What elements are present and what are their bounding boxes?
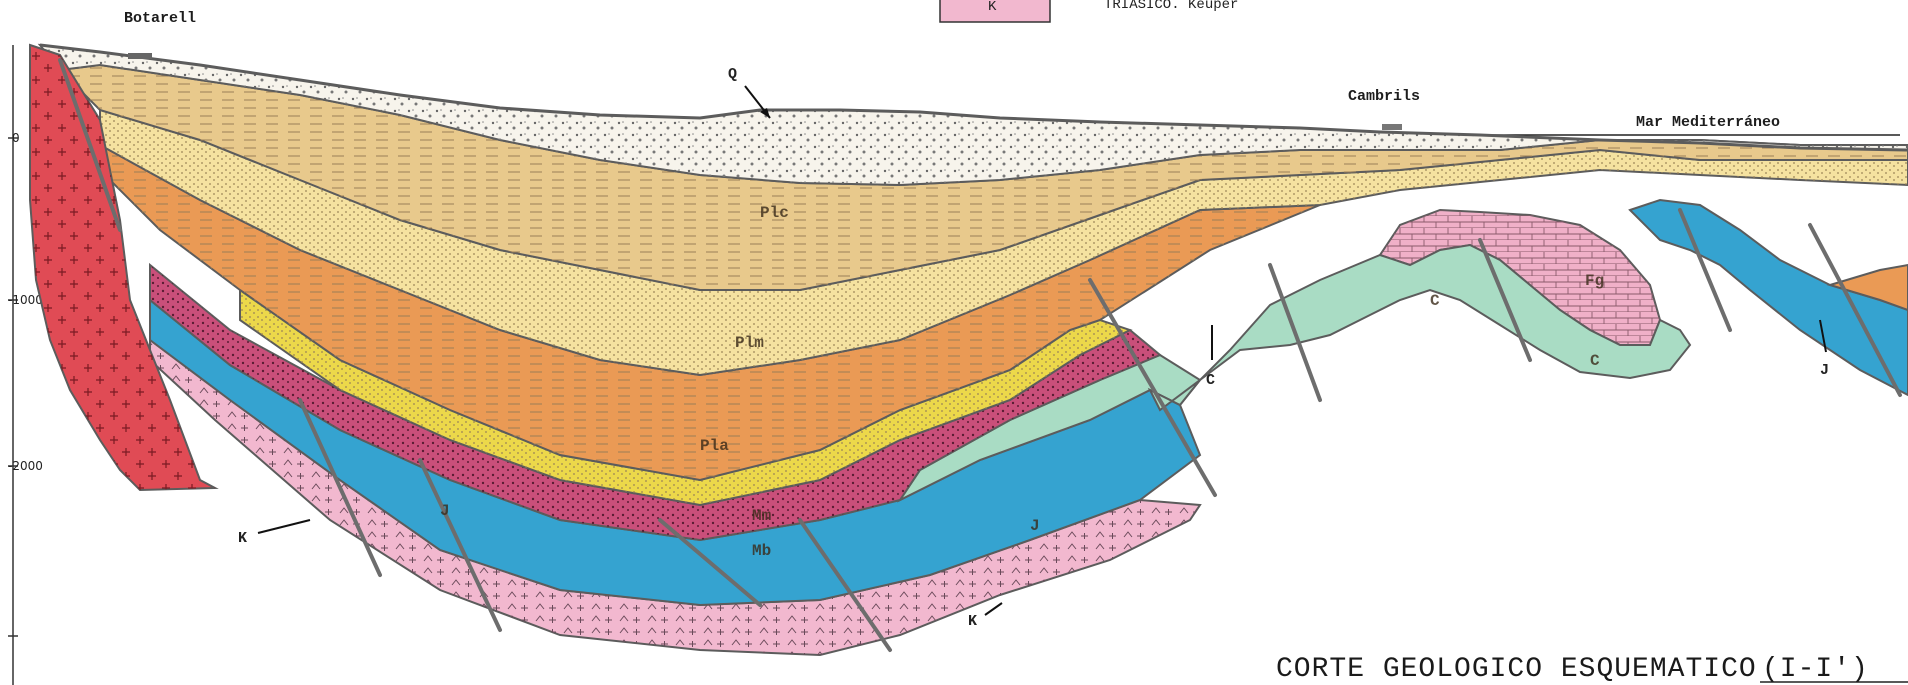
botarell-settlement-icon	[128, 53, 152, 59]
depth-label-1000: -1000	[8, 293, 43, 307]
arrow-label-k-left: K	[238, 530, 247, 547]
unit-label-j-left: J	[440, 502, 450, 520]
legend-keuper-swatch-label: K	[988, 0, 997, 15]
place-cambrils: Cambrils	[1348, 88, 1420, 105]
arrow-label-j-right: J	[1820, 362, 1829, 379]
arrow-k-bottom	[985, 603, 1002, 615]
arrow-label-c: C	[1206, 372, 1215, 389]
arrow-k-left	[258, 520, 310, 533]
unit-label-c-left: C	[1430, 292, 1440, 310]
cambrils-settlement-icon	[1382, 124, 1402, 130]
legend-keuper-text: TRIASICO. Keuper	[1104, 0, 1238, 13]
legend-keuper: K TRIASICO. Keuper	[940, 0, 1238, 22]
place-botarell: Botarell	[124, 10, 196, 27]
arrow-label-q: Q	[728, 66, 737, 83]
unit-label-c-mid: C	[1590, 352, 1600, 370]
unit-label-fg: Fg	[1585, 272, 1604, 290]
unit-label-j-center: J	[1030, 517, 1040, 535]
unit-label-mb: Mb	[752, 542, 771, 560]
section-title: CORTE GEOLOGICO ESQUEMATICO	[1276, 654, 1757, 685]
unit-label-mm: Mm	[752, 507, 772, 525]
place-mar: Mar Mediterráneo	[1636, 114, 1780, 131]
arrow-label-k-bottom: K	[968, 613, 977, 630]
unit-label-pla: Pla	[700, 437, 729, 455]
depth-label-0: 0	[12, 131, 20, 145]
section-title-ref: (I-I')	[1762, 654, 1869, 685]
unit-label-plc: Plc	[760, 204, 789, 222]
depth-label-2000: -2000	[8, 459, 43, 473]
unit-label-plm: Plm	[735, 334, 764, 352]
